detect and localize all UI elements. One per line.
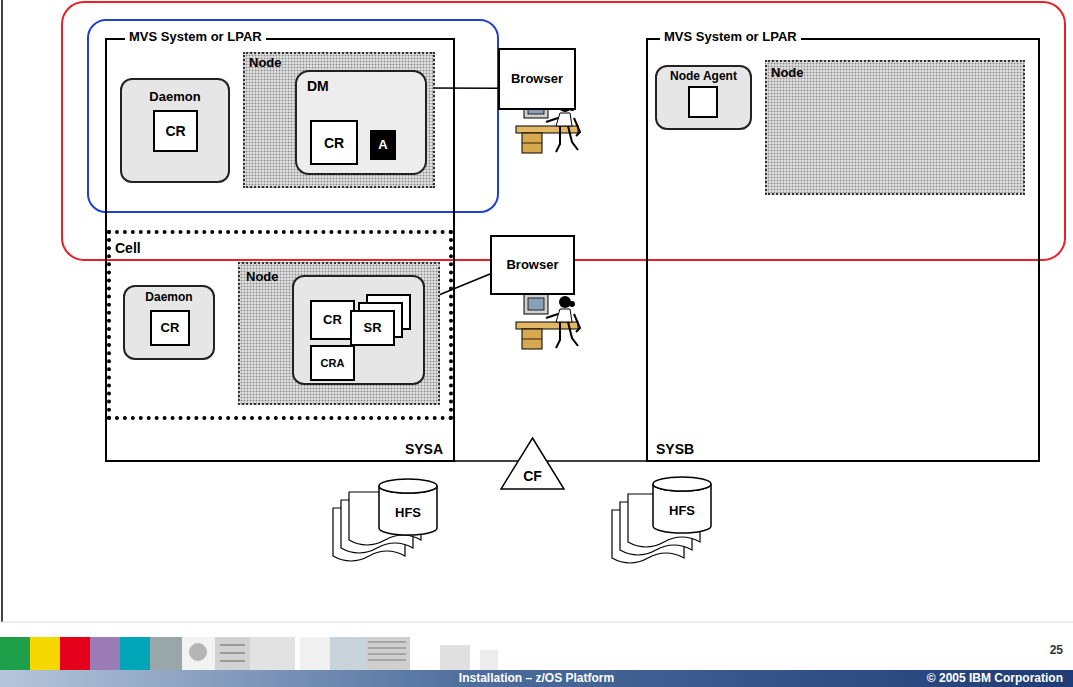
daemon-box: CR Daemon — [120, 78, 230, 183]
node-label: Daemon — [122, 90, 228, 105]
cell-area: CRDaemonCRSRCRANodeCell — [107, 230, 453, 420]
node-label: Browser — [500, 72, 574, 87]
node-label: MVS System or LPAR — [125, 30, 266, 45]
storage-cylinder: HFS — [378, 478, 438, 536]
node-label: Cell — [115, 240, 141, 256]
node-label: Node — [771, 66, 804, 81]
system-box: Node AgentNodeMVS System or LPARSYSB — [646, 38, 1040, 462]
node-label: SR — [352, 321, 393, 336]
application-box: A — [370, 130, 396, 160]
node-label: Node — [246, 270, 279, 285]
copyright-note: © 2005 IBM Corporation — [927, 671, 1063, 685]
controller-box: CR — [310, 120, 358, 165]
node-label: CR — [312, 134, 356, 150]
manager-box: CR A DM — [295, 70, 427, 175]
node-label: CRA — [312, 357, 353, 370]
adjunct-box: CRA — [310, 345, 355, 381]
system-label: SYSB — [656, 441, 694, 457]
blue-region-outline — [88, 20, 498, 212]
node-agent-box: Node Agent — [655, 65, 752, 130]
browser-box: Browser — [490, 235, 575, 295]
system-label: SYSA — [405, 441, 443, 457]
node-label: CR — [155, 123, 196, 139]
page-edge-line — [1, 0, 3, 622]
page-number: 25 — [1050, 643, 1063, 657]
connector-line — [533, 460, 647, 462]
node-label: MVS System or LPAR — [660, 30, 801, 45]
node-label: CR — [312, 313, 353, 328]
controller-box: CR — [150, 310, 190, 346]
daemon-box: CR Daemon — [123, 285, 215, 360]
coupling-facility: CF — [500, 437, 565, 490]
system-box: CRDaemonCRADMNodeCRDaemonCRSRCRANodeCell… — [105, 38, 455, 462]
node-label: Node — [249, 56, 282, 71]
node-area: CR A DM Node — [243, 52, 435, 188]
storage-cylinder: HFS — [652, 476, 712, 534]
red-region-outline — [62, 2, 1065, 260]
controller-box: CR — [310, 300, 355, 340]
user-icon — [516, 294, 580, 349]
node-label: CR — [152, 321, 188, 336]
servant-box: SR — [350, 310, 395, 346]
node-label: Browser — [492, 258, 573, 273]
node-label: Node Agent — [657, 70, 750, 84]
node-label: CF — [500, 468, 565, 484]
browser-box: Browser — [498, 48, 576, 110]
controller-box: CR — [153, 110, 198, 152]
node-label: DM — [307, 78, 329, 94]
footer-title: Installation – z/OS Platform — [0, 671, 1073, 685]
footer-strip — [0, 670, 1073, 687]
node-label: Daemon — [125, 291, 213, 305]
connector-line — [427, 87, 498, 89]
node-area: Node — [765, 60, 1025, 195]
node-label: A — [372, 138, 394, 153]
node-label: HFS — [652, 503, 712, 518]
node-label: HFS — [378, 505, 438, 520]
footer-color-blocks — [0, 637, 498, 670]
decor-box — [688, 86, 718, 118]
footer-rule — [0, 622, 1073, 623]
node-area: CRSR CRA Node — [238, 262, 440, 405]
